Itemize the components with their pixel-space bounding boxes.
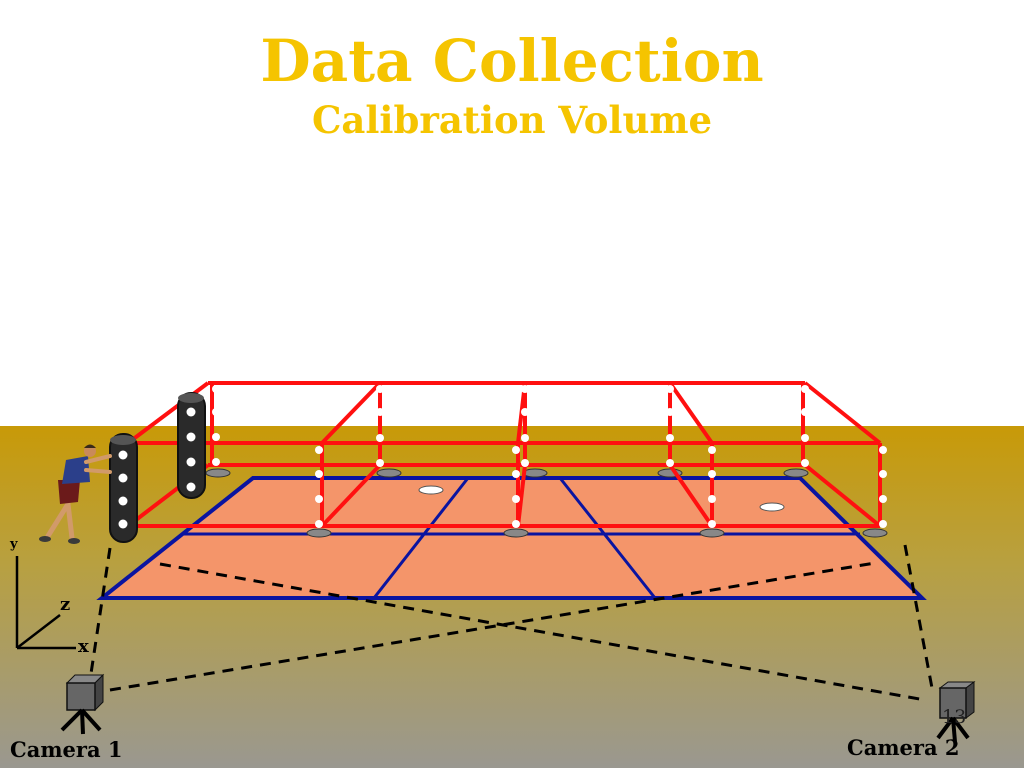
floor-divider <box>558 477 657 599</box>
axis-z-label: z <box>60 594 71 615</box>
person-figure-icon <box>39 444 112 544</box>
marker-dots <box>118 385 887 529</box>
slide-subtitle: Calibration Volume <box>311 98 713 142</box>
camera-icon <box>60 673 105 735</box>
floor-marker <box>418 485 444 495</box>
calibration-floor <box>96 476 927 600</box>
axis-y-label: y <box>10 537 18 552</box>
floor-marker <box>759 502 785 512</box>
slide-title: Data Collection <box>260 27 764 95</box>
calibration-pole-icon <box>109 392 206 543</box>
camera1-label: Camera 1 <box>10 737 123 762</box>
axis-x-label: x <box>78 636 89 657</box>
calibration-frame <box>126 381 882 528</box>
axis-icon <box>15 556 76 650</box>
camera-sightlines <box>88 544 934 702</box>
page-number: 13 <box>942 706 967 728</box>
floor-divider <box>372 477 470 599</box>
camera2-label: Camera 2 <box>847 735 960 760</box>
camera-icon <box>936 681 976 743</box>
